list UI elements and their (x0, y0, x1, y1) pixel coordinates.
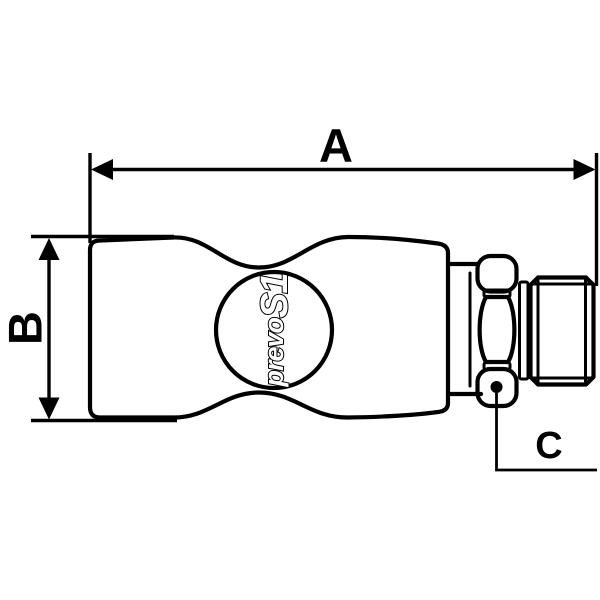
dim-a-arrowhead-right (573, 159, 596, 180)
hex-nut (475, 253, 519, 409)
dim-b-arrowhead-bottom (38, 397, 60, 420)
brand-logo-prefix: prevo (259, 317, 289, 387)
brand-logo-suffix: S1 (254, 273, 296, 317)
coupling-part: prevoS1 (87, 234, 596, 420)
dim-c-label: C (535, 425, 562, 467)
coupling-body-outline (87, 234, 451, 420)
dim-b-arrowhead-top (38, 238, 60, 260)
dimension-b: B (0, 234, 177, 423)
thread-collar (518, 280, 530, 381)
dim-b-label: B (0, 311, 52, 345)
dim-a-label: A (319, 119, 353, 172)
threaded-male-end (528, 275, 596, 387)
dimension-a: A (88, 119, 599, 286)
hex-middle-facet-barrel (477, 294, 517, 365)
dimension-c: C (495, 393, 597, 472)
logo-medallion-circle (213, 269, 335, 391)
hex-top-corner-lobe (475, 253, 519, 294)
neck-step (445, 261, 484, 397)
dim-c-leader-line (495, 393, 597, 472)
safety-vent-hole-dot (490, 381, 503, 393)
brand-logo-text: prevoS1 (254, 273, 296, 387)
dim-a-arrowhead-left (91, 159, 113, 180)
